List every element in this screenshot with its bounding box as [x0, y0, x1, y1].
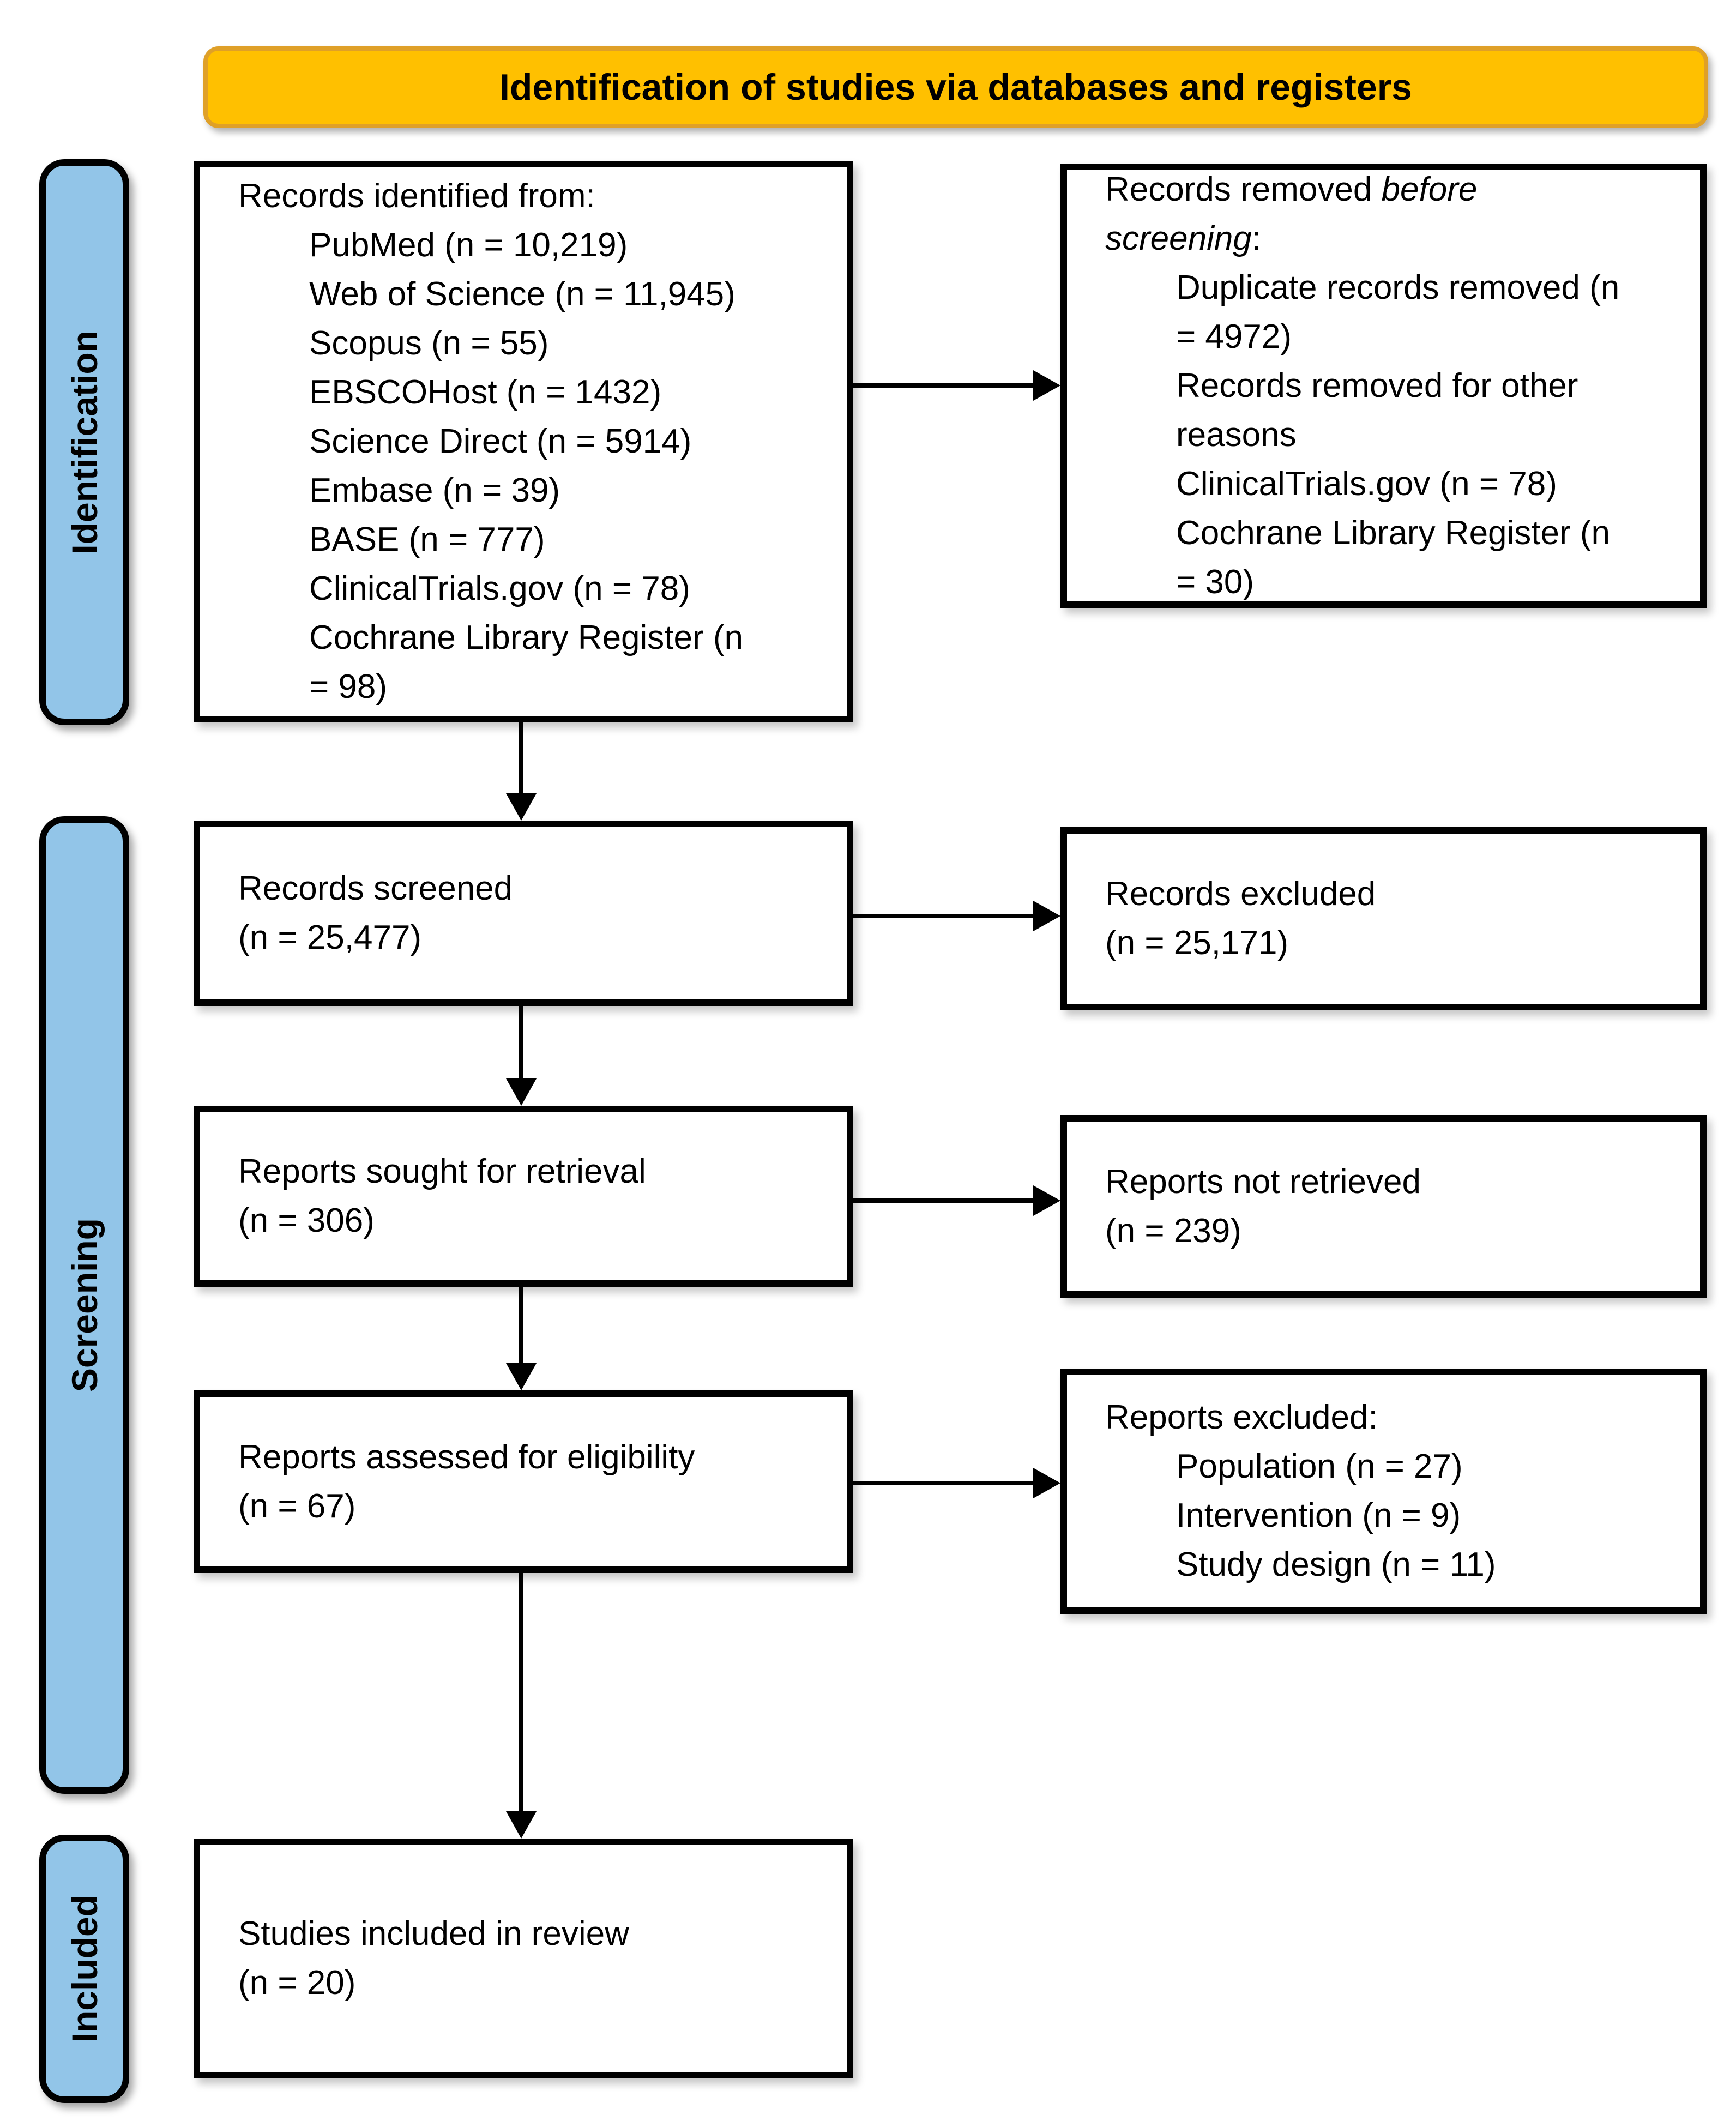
- box-reports-excluded: Reports excluded: Population (n = 27) In…: [1060, 1369, 1707, 1614]
- records-removed-item: ClinicalTrials.gov (n = 78): [1176, 465, 1557, 503]
- sidebar-identification-label: Identification: [64, 330, 105, 555]
- studies-included-line1: Studies included in review: [238, 1915, 629, 1953]
- records-screened-line1: Records screened: [238, 870, 513, 907]
- arrow-sought-to-assessed-line: [519, 1287, 523, 1366]
- records-identified-item: Scopus (n = 55): [309, 324, 549, 362]
- arrow-sought-to-notretrieved-line: [853, 1198, 1036, 1203]
- sidebar-screening: Screening: [39, 816, 129, 1794]
- reports-sought-count: (n = 306): [238, 1202, 375, 1239]
- sidebar-included-label: Included: [64, 1895, 105, 2043]
- box-reports-not-retrieved: Reports not retrieved (n = 239): [1060, 1115, 1707, 1298]
- records-identified-item: Web of Science (n = 11,945): [309, 275, 736, 313]
- records-removed-item: Cochrane Library Register (n = 30): [1176, 514, 1611, 601]
- sidebar-screening-label: Screening: [64, 1218, 105, 1393]
- arrow-assessed-to-included-head: [506, 1811, 537, 1839]
- reports-assessed-count: (n = 67): [238, 1487, 356, 1525]
- records-identified-item: EBSCOHost (n = 1432): [309, 373, 662, 411]
- arrow-sought-to-assessed-head: [506, 1363, 537, 1390]
- box-records-identified: Records identified from: PubMed (n = 10,…: [194, 161, 853, 722]
- records-identified-item: ClinicalTrials.gov (n = 78): [309, 570, 690, 607]
- records-removed-heading-italic: before screening: [1105, 170, 1478, 257]
- box-studies-included: Studies included in review (n = 20): [194, 1839, 853, 2078]
- box-reports-assessed: Reports assessed for eligibility (n = 67…: [194, 1390, 853, 1573]
- sidebar-included: Included: [39, 1835, 129, 2103]
- arrow-identified-to-removed-head: [1033, 370, 1060, 401]
- arrow-screened-to-excluded-head: [1033, 901, 1060, 931]
- arrow-assessed-to-included-line: [519, 1573, 523, 1815]
- sidebar-identification: Identification: [39, 159, 129, 725]
- records-screened-count: (n = 25,477): [238, 919, 422, 956]
- reports-sought-line1: Reports sought for retrieval: [238, 1153, 646, 1190]
- reports-assessed-line1: Reports assessed for eligibility: [238, 1438, 695, 1476]
- box-records-excluded: Records excluded (n = 25,171): [1060, 827, 1707, 1010]
- arrow-assessed-to-reportsexcluded-line: [853, 1481, 1036, 1485]
- reports-excluded-item: Study design (n = 11): [1176, 1546, 1496, 1583]
- records-identified-item: PubMed (n = 10,219): [309, 226, 628, 264]
- banner-title: Identification of studies via databases …: [499, 67, 1413, 108]
- records-removed-heading-prefix: Records removed: [1105, 170, 1382, 208]
- records-removed-item: Duplicate records removed (n = 4972): [1176, 268, 1620, 355]
- arrow-sought-to-notretrieved-head: [1033, 1185, 1060, 1216]
- reports-excluded-heading: Reports excluded:: [1105, 1399, 1378, 1436]
- records-identified-item: BASE (n = 777): [309, 521, 545, 558]
- records-removed-heading: Records removed before screening:: [1067, 165, 1700, 263]
- banner: Identification of studies via databases …: [203, 46, 1708, 128]
- records-identified-item: Science Direct (n = 5914): [309, 423, 692, 460]
- records-identified-item: Embase (n = 39): [309, 472, 560, 509]
- reports-excluded-item: Intervention (n = 9): [1176, 1497, 1461, 1534]
- box-reports-sought: Reports sought for retrieval (n = 306): [194, 1106, 853, 1287]
- arrow-screened-to-sought-line: [519, 1006, 523, 1082]
- arrow-assessed-to-reportsexcluded-head: [1033, 1468, 1060, 1498]
- arrow-screened-to-sought-head: [506, 1078, 537, 1106]
- reports-not-retrieved-line1: Reports not retrieved: [1105, 1162, 1421, 1201]
- arrow-screened-to-excluded-line: [853, 914, 1036, 918]
- records-excluded-line1: Records excluded: [1105, 875, 1376, 913]
- records-identified-item: Cochrane Library Register (n = 98): [309, 619, 744, 706]
- arrow-identified-to-screened-line: [519, 722, 523, 797]
- reports-not-retrieved-count: (n = 239): [1105, 1212, 1241, 1250]
- records-removed-heading-suffix: :: [1251, 219, 1262, 257]
- studies-included-count: (n = 20): [238, 1964, 356, 2002]
- box-records-removed: Records removed before screening: Duplic…: [1060, 164, 1707, 608]
- reports-excluded-item: Population (n = 27): [1176, 1448, 1463, 1485]
- arrow-identified-to-screened-head: [506, 793, 537, 821]
- records-excluded-count: (n = 25,171): [1105, 924, 1289, 962]
- arrow-identified-to-removed-line: [853, 383, 1036, 388]
- records-removed-item: Records removed for other reasons: [1176, 366, 1578, 454]
- box-records-screened: Records screened (n = 25,477): [194, 821, 853, 1006]
- records-identified-heading: Records identified from:: [238, 177, 595, 215]
